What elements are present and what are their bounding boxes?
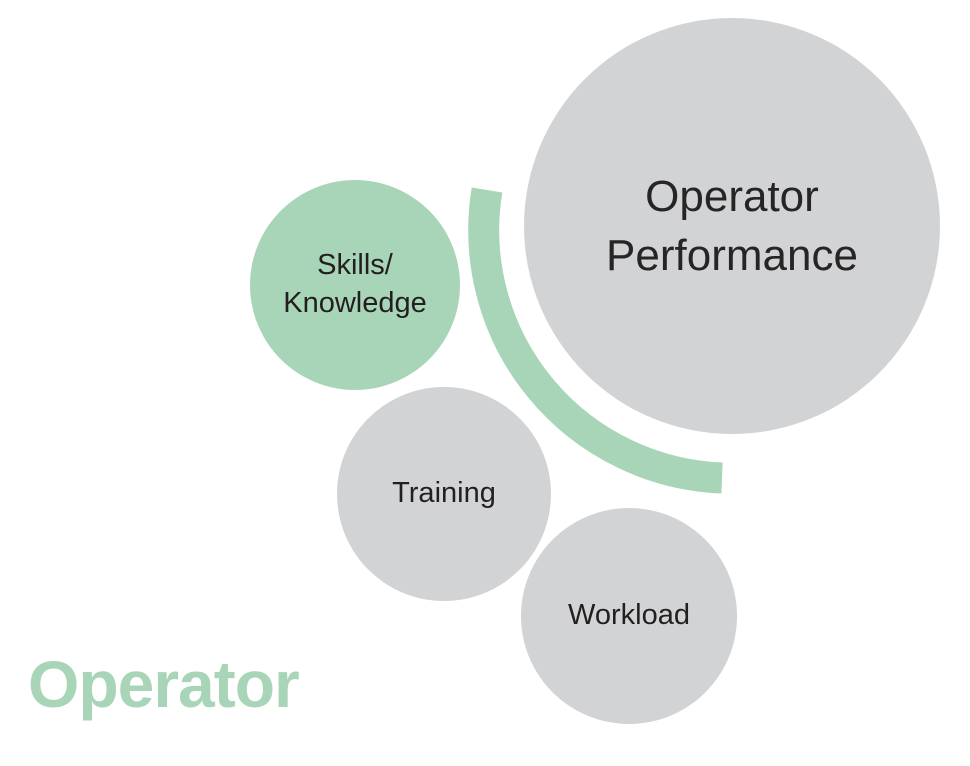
node-training: Training: [337, 387, 551, 601]
node-skills-knowledge: Skills/ Knowledge: [250, 180, 460, 390]
node-workload: Workload: [521, 508, 737, 724]
node-training-label: Training: [392, 477, 496, 510]
diagram-title: Operator: [28, 647, 300, 721]
node-workload-label: Workload: [568, 599, 690, 632]
node-skills-knowledge-label: Skills/ Knowledge: [283, 249, 427, 319]
node-operator-performance: Operator Performance: [524, 18, 940, 434]
node-operator-performance-label: Operator Performance: [606, 171, 858, 280]
